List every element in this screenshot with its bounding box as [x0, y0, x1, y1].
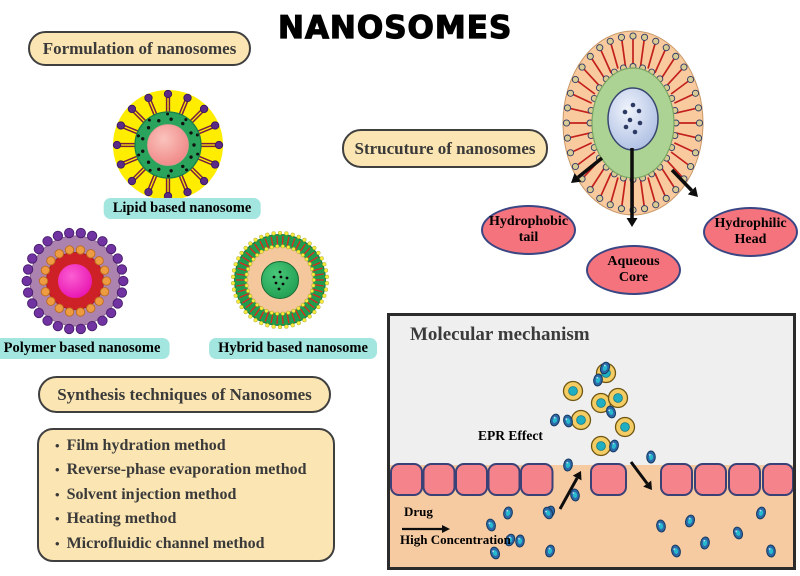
hybrid-nanosome-illustration: [231, 230, 329, 330]
synthesis-heading: Synthesis techniques of Nanosomes: [38, 376, 331, 413]
hydrophilic-head-callout: Hydrophilic Head: [703, 207, 798, 257]
bullet-icon: •: [55, 486, 60, 502]
list-item-text: Solvent injection method: [66, 485, 237, 503]
bullet-icon: •: [55, 511, 60, 527]
list-item-text: Microfluidic channel method: [66, 534, 265, 552]
page-title: NANOSOMES: [277, 9, 513, 46]
list-item: • Microfluidic channel method: [55, 532, 329, 557]
aqueous-core-callout: Aqueous Core: [586, 245, 681, 295]
molecular-mechanism-panel: Molecular mechanism EPR Effect Drug High…: [387, 313, 796, 570]
formulation-heading: Formulation of nanosomes: [28, 31, 251, 66]
list-item: • Solvent injection method: [55, 483, 329, 508]
list-item: • Heating method: [55, 507, 329, 532]
list-item-text: Film hydration method: [66, 436, 226, 454]
bullet-icon: •: [55, 462, 60, 478]
high-concentration-label: High Concentration: [400, 532, 511, 547]
list-item-text: Heating method: [66, 510, 177, 528]
hybrid-nanosome-label: Hybrid based nanosome: [209, 338, 377, 359]
hydrophobic-tail-callout: Hydrophobic tail: [481, 205, 576, 255]
mechanism-heading: Molecular mechanism: [410, 324, 590, 345]
epr-effect-label: EPR Effect: [478, 428, 543, 443]
structure-heading: Strucuture of nanosomes: [342, 129, 548, 168]
list-item-text: Reverse-phase evaporation method: [66, 461, 307, 479]
formulation-heading-text: Formulation of nanosomes: [42, 38, 237, 58]
polymer-nanosome-illustration: [21, 227, 129, 335]
bullet-icon: •: [55, 437, 60, 453]
polymer-nanosome-label: Polymer based nanosome: [0, 338, 170, 359]
drug-label: Drug: [404, 504, 433, 519]
mechanism-drawing: [390, 360, 793, 567]
lipid-nanosome-illustration: [112, 89, 224, 201]
list-item: • Reverse-phase evaporation method: [55, 458, 329, 483]
nanosome-structure-illustration: [562, 30, 704, 227]
synthesis-methods-list: • Film hydration method • Reverse-phase …: [37, 428, 335, 562]
synthesis-heading-text: Synthesis techniques of Nanosomes: [57, 384, 312, 404]
hydrophilic-head-text: Hydrophilic Head: [714, 216, 787, 247]
hydrophobic-tail-text: Hydrophobic tail: [488, 214, 569, 245]
list-item: • Film hydration method: [55, 434, 329, 459]
lipid-nanosome-label: Lipid based nanosome: [103, 198, 261, 219]
bullet-icon: •: [55, 535, 60, 551]
structure-heading-text: Strucuture of nanosomes: [354, 138, 536, 158]
aqueous-core-text: Aqueous Core: [607, 254, 660, 285]
